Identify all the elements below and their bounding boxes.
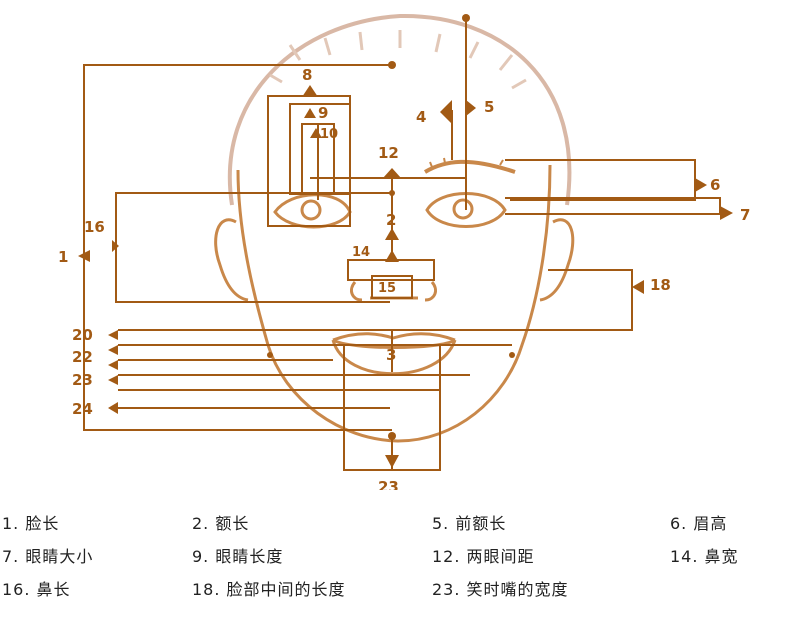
label-23-bottom: 23 xyxy=(378,478,399,490)
label-16: 16 xyxy=(84,218,105,236)
face-measurement-diagram: 1 2 3 4 5 6 7 8 9 10 12 14 15 16 18 20 2… xyxy=(58,13,750,490)
label-4: 4 xyxy=(416,108,426,126)
label-22: 22 xyxy=(72,348,93,366)
face-outline xyxy=(236,164,552,443)
label-20: 20 xyxy=(72,326,93,344)
measurement-lines xyxy=(83,18,721,471)
label-10: 10 xyxy=(320,127,338,142)
label-3: 3 xyxy=(386,346,396,364)
arrows xyxy=(78,85,733,468)
legend-item-6: 6. 眉高 xyxy=(670,514,728,533)
hair-outline xyxy=(227,13,572,206)
label-7: 7 xyxy=(740,206,750,224)
legend-item-16: 16. 鼻长 xyxy=(2,580,71,599)
mouth xyxy=(331,332,457,376)
label-8: 8 xyxy=(302,66,312,84)
hair-strokes xyxy=(269,30,527,90)
label-1: 1 xyxy=(58,248,68,266)
label-23: 23 xyxy=(72,371,93,389)
legend-item-7: 7. 眼睛大小 xyxy=(2,547,94,566)
legend-item-23: 23. 笑时嘴的宽度 xyxy=(432,580,569,599)
legend-item-14: 14. 鼻宽 xyxy=(670,547,739,566)
legend-item-18: 18. 脸部中间的长度 xyxy=(192,580,346,599)
left-eye xyxy=(273,193,352,229)
label-9: 9 xyxy=(318,104,328,122)
legend-item-9: 9. 眼睛长度 xyxy=(192,547,284,566)
legend-item-12: 12. 两眼间距 xyxy=(432,547,535,566)
label-6: 6 xyxy=(710,176,720,194)
label-5: 5 xyxy=(484,98,494,116)
legend-item-5: 5. 前额长 xyxy=(432,514,507,533)
legend-item-2: 2. 额长 xyxy=(192,514,250,533)
measure-points xyxy=(267,14,515,440)
legend: 1. 脸长 2. 额长 5. 前额长 6. 眉高 7. 眼睛大小 9. 眼睛长度… xyxy=(0,500,800,625)
label-18: 18 xyxy=(650,276,671,294)
legend-item-1: 1. 脸长 xyxy=(2,514,60,533)
label-15: 15 xyxy=(378,281,396,296)
right-ear xyxy=(539,218,575,302)
label-12: 12 xyxy=(378,144,399,162)
right-eye xyxy=(425,192,507,228)
label-24: 24 xyxy=(72,400,93,418)
right-eyebrow xyxy=(423,159,516,174)
left-ear xyxy=(214,218,249,302)
label-14: 14 xyxy=(352,245,370,260)
label-2: 2 xyxy=(386,211,396,229)
